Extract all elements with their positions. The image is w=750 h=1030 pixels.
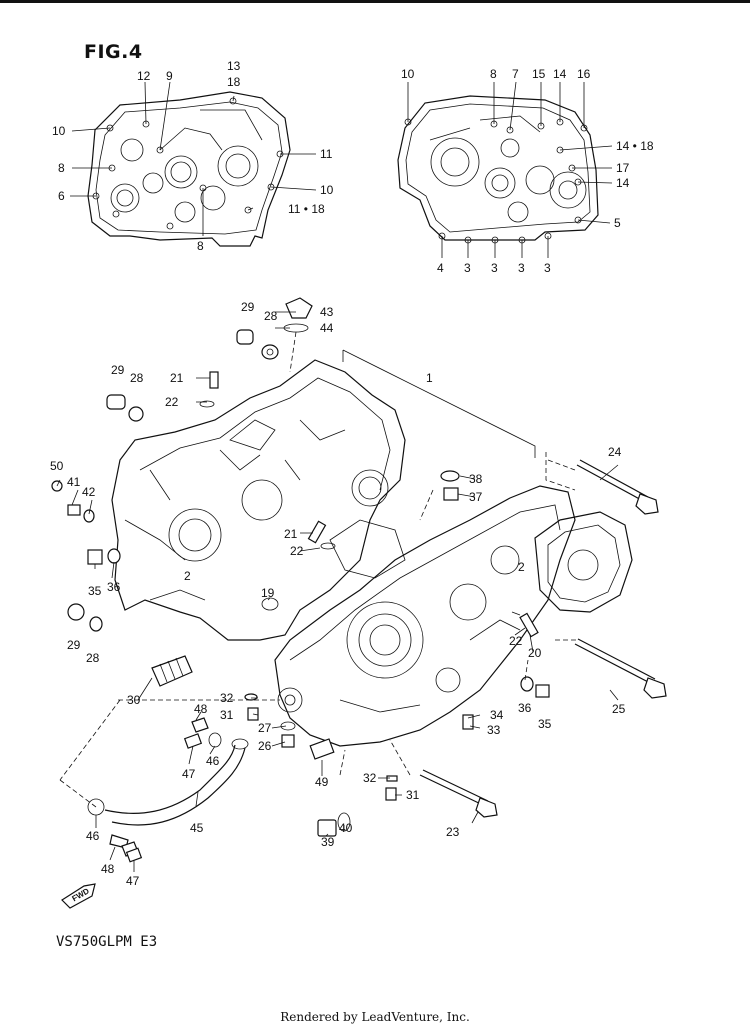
callout-19: 19 bbox=[261, 586, 275, 600]
callout-r5: 5 bbox=[614, 216, 621, 230]
callout-8: 8 bbox=[58, 161, 65, 175]
callout-10: 10 bbox=[52, 124, 66, 138]
callout-1: 1 bbox=[426, 371, 433, 385]
callout-29a: 29 bbox=[241, 300, 255, 314]
callout-11-18: 11 • 18 bbox=[288, 202, 325, 216]
callout-r3b: 3 bbox=[491, 261, 498, 275]
callout-12: 12 bbox=[137, 69, 151, 83]
callout-34: 34 bbox=[490, 708, 504, 722]
callout-42: 42 bbox=[82, 485, 96, 499]
callout-r14: 14 bbox=[553, 67, 567, 81]
callout-13: 13 bbox=[227, 59, 241, 73]
callout-r17: 17 bbox=[616, 161, 630, 175]
callout-r14-18: 14 • 18 bbox=[616, 139, 654, 153]
callout-47b: 47 bbox=[126, 874, 140, 888]
callout-r14b: 14 bbox=[616, 176, 630, 190]
callout-27: 27 bbox=[258, 721, 272, 735]
callout-36b: 36 bbox=[518, 701, 532, 715]
callout-38: 38 bbox=[469, 472, 483, 486]
callout-r3d: 3 bbox=[544, 261, 551, 275]
callout-28b: 28 bbox=[130, 371, 144, 385]
callout-r3a: 3 bbox=[464, 261, 471, 275]
callout-r10: 10 bbox=[401, 67, 415, 81]
callout-23: 23 bbox=[446, 825, 460, 839]
crankcase-exploded: FWD bbox=[51, 297, 667, 909]
callout-r4: 4 bbox=[437, 261, 444, 275]
callout-46a: 46 bbox=[206, 754, 220, 768]
render-credit: Rendered by LeadVenture, Inc. bbox=[280, 1010, 470, 1024]
callout-21b: 21 bbox=[284, 527, 298, 541]
callout-31b: 31 bbox=[406, 788, 420, 802]
callout-30: 30 bbox=[127, 693, 141, 707]
callout-49: 49 bbox=[315, 775, 329, 789]
callout-48b: 48 bbox=[101, 862, 115, 876]
callout-21a: 21 bbox=[170, 371, 184, 385]
callout-47a: 47 bbox=[182, 767, 196, 781]
callout-28c: 28 bbox=[86, 651, 100, 665]
callout-r15: 15 bbox=[532, 67, 546, 81]
callout-10b: 10 bbox=[320, 183, 334, 197]
callout-40: 40 bbox=[339, 821, 353, 835]
callout-r7: 7 bbox=[512, 67, 519, 81]
callout-25: 25 bbox=[612, 702, 626, 716]
callout-33: 33 bbox=[487, 723, 501, 737]
callout-24: 24 bbox=[608, 445, 622, 459]
callout-37: 37 bbox=[469, 490, 483, 504]
callout-r3c: 3 bbox=[518, 261, 525, 275]
callout-22a: 22 bbox=[165, 395, 179, 409]
callout-39: 39 bbox=[321, 835, 335, 849]
top-border bbox=[0, 0, 750, 3]
callout-32b: 32 bbox=[363, 771, 377, 785]
callout-48a: 48 bbox=[194, 702, 208, 716]
callout-43: 43 bbox=[320, 305, 334, 319]
callout-8b: 8 bbox=[197, 239, 204, 253]
callout-29b: 29 bbox=[111, 363, 125, 377]
callout-20: 20 bbox=[528, 646, 542, 660]
callout-6: 6 bbox=[58, 189, 65, 203]
callout-31a: 31 bbox=[220, 708, 234, 722]
figure-title: FIG.4 bbox=[84, 41, 143, 63]
model-code: VS750GLPM E3 bbox=[56, 934, 158, 950]
callout-50: 50 bbox=[50, 459, 64, 473]
callout-45: 45 bbox=[190, 821, 204, 835]
callout-28a: 28 bbox=[264, 309, 278, 323]
right-side-view bbox=[397, 81, 613, 258]
callout-2b: 2 bbox=[518, 560, 525, 574]
callout-r8: 8 bbox=[490, 67, 497, 81]
callout-22c: 22 bbox=[509, 634, 523, 648]
callout-46b: 46 bbox=[86, 829, 100, 843]
callout-41: 41 bbox=[67, 475, 81, 489]
callout-29c: 29 bbox=[67, 638, 81, 652]
callout-22b: 22 bbox=[290, 544, 304, 558]
callout-44: 44 bbox=[320, 321, 334, 335]
left-side-view bbox=[70, 81, 317, 247]
callout-9: 9 bbox=[166, 69, 173, 83]
callout-2a: 2 bbox=[184, 569, 191, 583]
callout-35b: 35 bbox=[538, 717, 552, 731]
callout-32a: 32 bbox=[220, 691, 234, 705]
callout-26: 26 bbox=[258, 739, 272, 753]
callout-35a: 35 bbox=[88, 584, 102, 598]
callout-36a: 36 bbox=[107, 580, 121, 594]
callout-18: 18 bbox=[227, 75, 241, 89]
callout-r16: 16 bbox=[577, 67, 591, 81]
callout-11: 11 bbox=[320, 147, 333, 161]
